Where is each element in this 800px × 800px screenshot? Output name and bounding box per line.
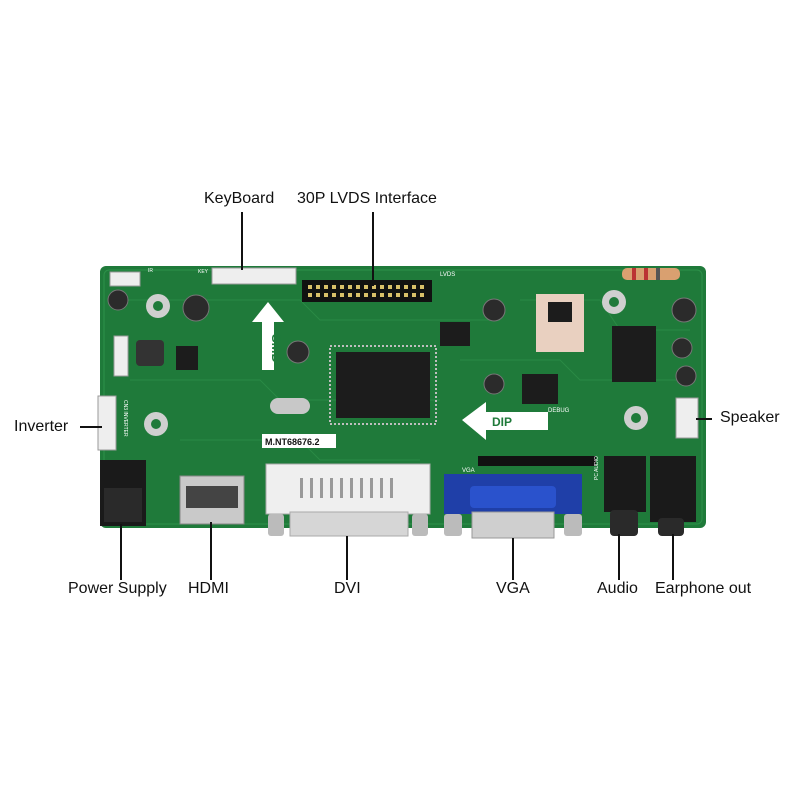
earphone-jack — [650, 456, 696, 522]
board-inverter-text: CN3 INVERTER — [122, 400, 128, 437]
smd-arrow — [252, 302, 284, 370]
board-debug-text: DEBUG — [548, 408, 570, 414]
audio-label: Audio — [597, 580, 638, 597]
power-supply-label: Power Supply — [68, 580, 167, 597]
lvds-leader — [372, 212, 374, 286]
mounting-holes — [144, 290, 648, 436]
audio-jack — [604, 456, 646, 512]
board-vga-text: VGA — [462, 468, 475, 474]
crystal — [270, 398, 310, 414]
small-chip — [440, 322, 470, 346]
hdmi-leader — [210, 522, 212, 580]
dvi-leader — [346, 536, 348, 580]
board-lvds-text: LVDS — [440, 272, 455, 278]
earphone-out-label: Earphone out — [655, 580, 752, 597]
dip-arrow — [462, 402, 548, 440]
pcb-traces — [120, 299, 690, 461]
power-transistor — [522, 374, 558, 404]
board-smd-text: SMD — [269, 334, 284, 363]
speaker-leader — [696, 418, 712, 420]
dvi-label: DVI — [334, 580, 361, 597]
audio-amp-chip — [612, 326, 656, 382]
speaker-label: Speaker — [720, 409, 780, 426]
power-led-connector — [113, 335, 129, 377]
speaker-connector — [675, 397, 699, 439]
board-model-text: M.NT68676.2 — [265, 437, 320, 447]
inverter-label: Inverter — [14, 418, 69, 435]
lvds-interface-label: 30P LVDS Interface — [297, 190, 437, 207]
dvi-port — [265, 463, 431, 515]
board-key-text: KEY — [198, 269, 209, 275]
debug-header — [478, 456, 596, 466]
hdmi-label: HDMI — [188, 580, 229, 597]
audio-leader — [618, 534, 620, 580]
model-label-bg — [262, 434, 336, 448]
power-supply-leader — [120, 524, 122, 580]
inverter-leader — [80, 426, 102, 428]
vga-label: VGA — [496, 580, 530, 597]
resistor — [622, 268, 680, 280]
board-pcaudio-text: PC AUDIO — [594, 456, 600, 480]
inverter-connector — [97, 395, 117, 451]
keyboard-connector — [211, 267, 297, 285]
lvds-connector — [302, 280, 432, 302]
inductor — [136, 340, 164, 366]
keyboard-leader — [241, 212, 243, 270]
keyboard-label: KeyBoard — [204, 190, 275, 207]
main-chip — [336, 352, 430, 418]
capacitors — [107, 289, 697, 395]
regulator-chip — [176, 346, 198, 370]
ir-connector — [109, 271, 141, 287]
earphone-leader — [672, 534, 674, 580]
board-ir-text: IR — [148, 268, 153, 274]
vga-leader — [512, 538, 514, 580]
board-dip-text: DIP — [492, 415, 512, 429]
